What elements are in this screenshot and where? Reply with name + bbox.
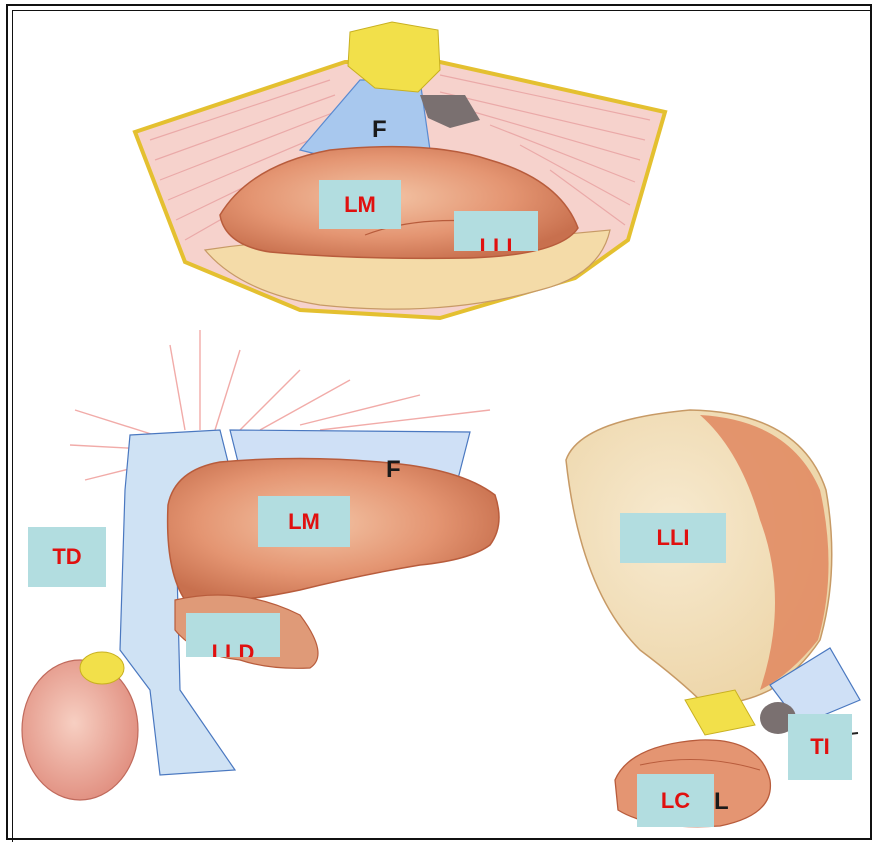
adrenal-fat [80, 652, 124, 684]
label-lc: LC [637, 774, 714, 827]
letter-f-left: F [386, 456, 401, 484]
letter-l-bottom: L [714, 788, 729, 816]
label-lm-left: LM [258, 496, 350, 547]
label-td: TD [28, 527, 106, 587]
label-lli-top: LLI [454, 211, 538, 251]
letter-f-top: F [372, 116, 387, 144]
label-lli-right: LLI [620, 513, 726, 563]
label-ti: TI [788, 714, 852, 780]
label-lm-top: LM [319, 180, 401, 229]
label-lld: LLD [186, 613, 280, 657]
kidney [22, 660, 138, 800]
top-view [135, 22, 665, 318]
